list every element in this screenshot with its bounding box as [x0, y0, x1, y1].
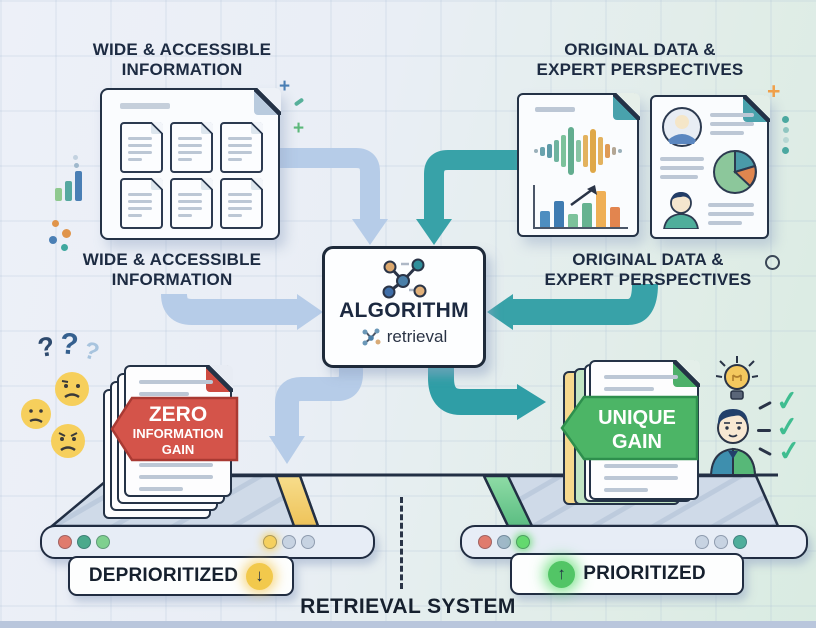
arrow-algorithm-to-prioritized — [428, 362, 518, 415]
network-graph-icon — [382, 258, 427, 299]
conveyor-dot — [263, 535, 277, 549]
mini-document-icon — [170, 178, 213, 229]
arrow-wide-to-algorithm-top — [278, 148, 380, 220]
question-mark: ? — [58, 327, 80, 362]
banner-line: INFORMATION — [132, 426, 224, 441]
page-fold-icon — [612, 92, 640, 120]
dot-decoration — [62, 229, 71, 238]
banner-line: ZERO — [148, 403, 208, 426]
dot-decoration — [782, 147, 789, 154]
mini-document-icon — [170, 122, 213, 173]
plus-icon: + — [279, 76, 291, 97]
dot-decoration — [782, 116, 789, 123]
arrow-original-to-algorithm-right — [512, 283, 658, 325]
plus-icon: + — [767, 78, 781, 104]
dot-decoration — [52, 220, 59, 227]
expert-profile-document — [650, 94, 770, 239]
conveyor-dot — [733, 535, 747, 549]
arrowhead — [487, 294, 513, 330]
wide-information-title: WIDE & ACCESSIBLE INFORMATION — [92, 40, 272, 79]
conveyor-dot — [516, 535, 530, 549]
dot-decoration — [74, 163, 79, 168]
arrow-original-to-algorithm-top — [424, 150, 517, 220]
dot-decoration — [783, 127, 789, 133]
arrowhead — [352, 219, 388, 245]
pie-chart-icon — [713, 149, 757, 194]
conveyor-dot — [478, 535, 492, 549]
up-arrow-icon: ↑ — [548, 560, 576, 588]
original-data-title: ORIGINAL DATA & EXPERT PERSPECTIVES — [536, 40, 744, 79]
algorithm-box: ALGORITHM retrieval — [322, 246, 486, 368]
bottom-edge-strip — [0, 621, 816, 628]
arrowhead — [297, 294, 323, 330]
trend-arrow-icon — [570, 185, 597, 207]
dot-decoration — [783, 137, 789, 143]
conveyor-dot — [58, 535, 72, 549]
algorithm-title: ALGORITHM — [339, 299, 469, 322]
conveyor-dot — [301, 535, 315, 549]
divider-dashed-line — [400, 497, 403, 589]
page-fold-icon — [742, 94, 770, 122]
conveyor-dot — [77, 535, 91, 549]
sad-face-icon — [55, 372, 89, 406]
arrow-wide-to-algorithm-left — [161, 293, 298, 325]
mini-document-icon — [220, 122, 263, 173]
retrieval-system-title: RETRIEVAL SYSTEM — [300, 595, 516, 618]
avatar-icon — [662, 107, 702, 147]
waveform-icon — [527, 123, 629, 179]
page-fold-icon — [253, 87, 281, 115]
conveyor-dot — [96, 535, 110, 549]
sad-face-icon — [51, 424, 85, 458]
audio-data-document — [517, 92, 640, 237]
wide-documents-card — [100, 87, 281, 240]
bar-chart-icon — [65, 181, 72, 201]
dot-decoration — [73, 155, 78, 160]
plus-icon: + — [293, 118, 305, 139]
network-graph-small-icon — [362, 328, 381, 346]
checkmark-icon: ✓ — [776, 434, 803, 468]
down-arrow-icon: ↓ — [246, 562, 274, 590]
mini-document-icon — [120, 178, 163, 229]
lightbulb-icon — [716, 356, 758, 400]
circle-ring-decoration — [765, 255, 780, 270]
mini-document-icon — [120, 122, 163, 173]
conveyor-dot — [695, 535, 709, 549]
conveyor-dot — [714, 535, 728, 549]
arrow-algorithm-to-deprioritized — [275, 362, 363, 437]
banner-line: GAIN — [612, 431, 662, 453]
unique-gain-banner — [560, 395, 699, 461]
bar-chart-icon — [55, 188, 62, 201]
page-fold-icon — [672, 359, 700, 387]
bar-chart-icon — [75, 171, 82, 201]
original-data-label: ORIGINAL DATA & EXPERT PERSPECTIVES — [544, 250, 752, 289]
person-icon — [663, 192, 699, 229]
arrowhead — [517, 384, 546, 420]
zero-gain-banner — [110, 396, 239, 462]
deprioritized-label: DEPRIORITIZED ↓ — [68, 556, 294, 596]
dot-decoration — [61, 244, 68, 251]
prioritized-conveyor-bar — [460, 525, 808, 559]
deprioritized-conveyor-bar — [40, 525, 375, 559]
conveyor-dot — [497, 535, 511, 549]
conveyor-dot — [282, 535, 296, 549]
person-idea-icon — [709, 409, 757, 475]
sad-face-icon — [21, 399, 51, 429]
bar-chart-icon — [533, 185, 628, 229]
page-fold-icon — [205, 364, 233, 392]
dot-decoration — [49, 236, 57, 244]
arrowhead — [269, 436, 305, 464]
arrowhead — [416, 219, 452, 245]
banner-line: GAIN — [161, 442, 195, 458]
algorithm-mode-label: retrieval — [386, 327, 448, 346]
mini-document-icon — [220, 178, 263, 229]
dash-decoration — [757, 429, 771, 432]
wide-information-label: WIDE & ACCESSIBLE INFORMATION — [82, 250, 262, 289]
banner-line: UNIQUE — [598, 407, 676, 429]
prioritized-label: ↑ PRIORITIZED — [510, 553, 744, 595]
